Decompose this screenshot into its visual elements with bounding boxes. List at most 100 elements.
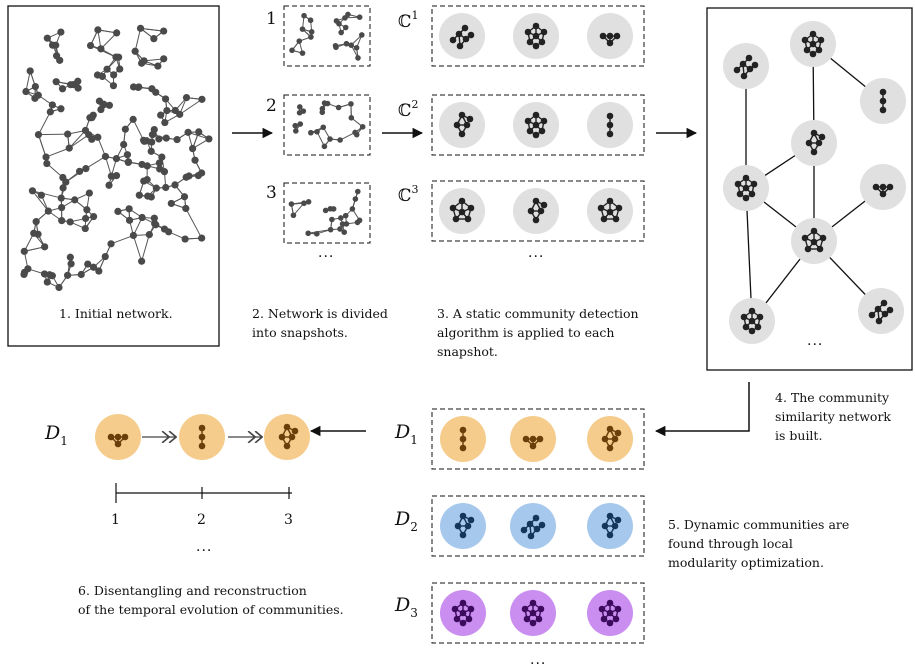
community-node: [613, 32, 621, 40]
network-node: [86, 114, 94, 122]
community-node: [874, 305, 882, 313]
community-node: [739, 60, 747, 68]
network-node: [205, 135, 213, 143]
static-label-2: ℂ2: [398, 99, 419, 120]
timeline-label-sub: 1: [60, 434, 68, 448]
community-node: [291, 427, 299, 435]
network-node: [150, 125, 158, 134]
community-node: [601, 522, 609, 530]
snapshot-node: [299, 50, 306, 56]
network-node: [66, 253, 74, 261]
network-node: [89, 263, 98, 271]
caption-step3-line2: algorithm is applied to each: [437, 325, 615, 340]
community-node: [198, 424, 206, 432]
similarity-node-3: [860, 78, 906, 124]
network-edge: [85, 156, 106, 170]
community-node: [810, 238, 818, 246]
community-node: [278, 433, 286, 441]
community-node: [532, 514, 540, 522]
static-community-2-2: [513, 102, 559, 148]
snapshot-node: [342, 15, 348, 21]
dynamic-label-1-letter: D: [395, 421, 411, 443]
community-node: [606, 130, 614, 138]
caption-step4-line2: similarity network: [775, 409, 891, 424]
snapshots-ellipsis: ...: [318, 245, 335, 261]
snapshot-node: [305, 230, 311, 237]
network-node: [162, 183, 170, 192]
network-edge: [32, 190, 49, 212]
network-node: [143, 176, 151, 184]
community-node: [815, 46, 823, 54]
community-node: [606, 444, 614, 452]
snapshot-node: [356, 14, 363, 20]
snapshot-node: [342, 212, 349, 219]
community-node: [537, 207, 545, 215]
community-node: [462, 35, 470, 43]
snapshot-node: [314, 231, 320, 237]
network-node: [158, 153, 166, 161]
community-node: [459, 619, 467, 627]
network-node: [189, 144, 197, 153]
similarity-node-2: [790, 21, 836, 67]
snapshot-node: [321, 143, 328, 150]
community-node: [815, 139, 823, 147]
community-node: [816, 245, 824, 253]
community-node: [283, 442, 291, 450]
network-node: [24, 265, 32, 273]
community-node: [886, 306, 894, 314]
network-node: [74, 84, 82, 92]
network-node: [161, 118, 169, 127]
community-node: [521, 605, 529, 613]
dynamic-2-community-2: [510, 503, 556, 549]
snapshot-number-2: 2: [266, 96, 277, 116]
community-node: [453, 121, 461, 129]
network-node: [181, 235, 189, 243]
community-node: [467, 204, 475, 212]
community-node: [606, 425, 614, 433]
community-node: [606, 531, 614, 539]
network-node: [182, 173, 190, 181]
similarity-node-1: [723, 43, 769, 89]
community-node: [742, 174, 750, 182]
similarity-node-8: [858, 288, 904, 334]
snapshot-graph-3: [288, 188, 363, 237]
community-node: [750, 180, 758, 188]
caption-step6-line1: 6. Disentangling and reconstruction: [78, 583, 307, 598]
community-node: [453, 615, 461, 623]
snapshot-node: [348, 101, 354, 107]
community-node: [597, 204, 605, 212]
network-node: [86, 41, 95, 50]
snapshot-node: [292, 122, 299, 129]
community-node: [615, 204, 623, 212]
network-node: [95, 97, 104, 105]
community-node: [459, 599, 467, 607]
static-community-3-1: [439, 188, 485, 234]
network-node: [59, 184, 67, 192]
community-node: [467, 605, 475, 613]
snapshot-node: [321, 100, 328, 106]
community-node: [600, 615, 608, 623]
network-node: [160, 55, 168, 63]
network-node: [90, 212, 98, 221]
network-edge: [134, 28, 142, 52]
snapshot-box-2: [283, 94, 371, 156]
network-node: [48, 101, 56, 109]
community-node: [537, 605, 545, 613]
network-node: [85, 189, 93, 197]
dynamic-label-1: D1: [395, 421, 418, 447]
community-node: [611, 435, 619, 443]
community-node: [754, 323, 762, 331]
network-node: [44, 207, 52, 215]
caption-step3: 3. A static community detection algorith…: [437, 304, 639, 361]
similarity-node-5: [723, 165, 769, 211]
community-node: [467, 516, 475, 524]
network-node: [151, 219, 159, 228]
community-node: [466, 115, 474, 123]
community-node: [464, 215, 472, 223]
network-edge: [110, 234, 134, 245]
network-edge: [132, 119, 145, 141]
community-node: [459, 426, 467, 434]
community-node: [520, 526, 528, 534]
network-node: [112, 154, 121, 163]
dynamic-label-2: D2: [395, 510, 418, 534]
